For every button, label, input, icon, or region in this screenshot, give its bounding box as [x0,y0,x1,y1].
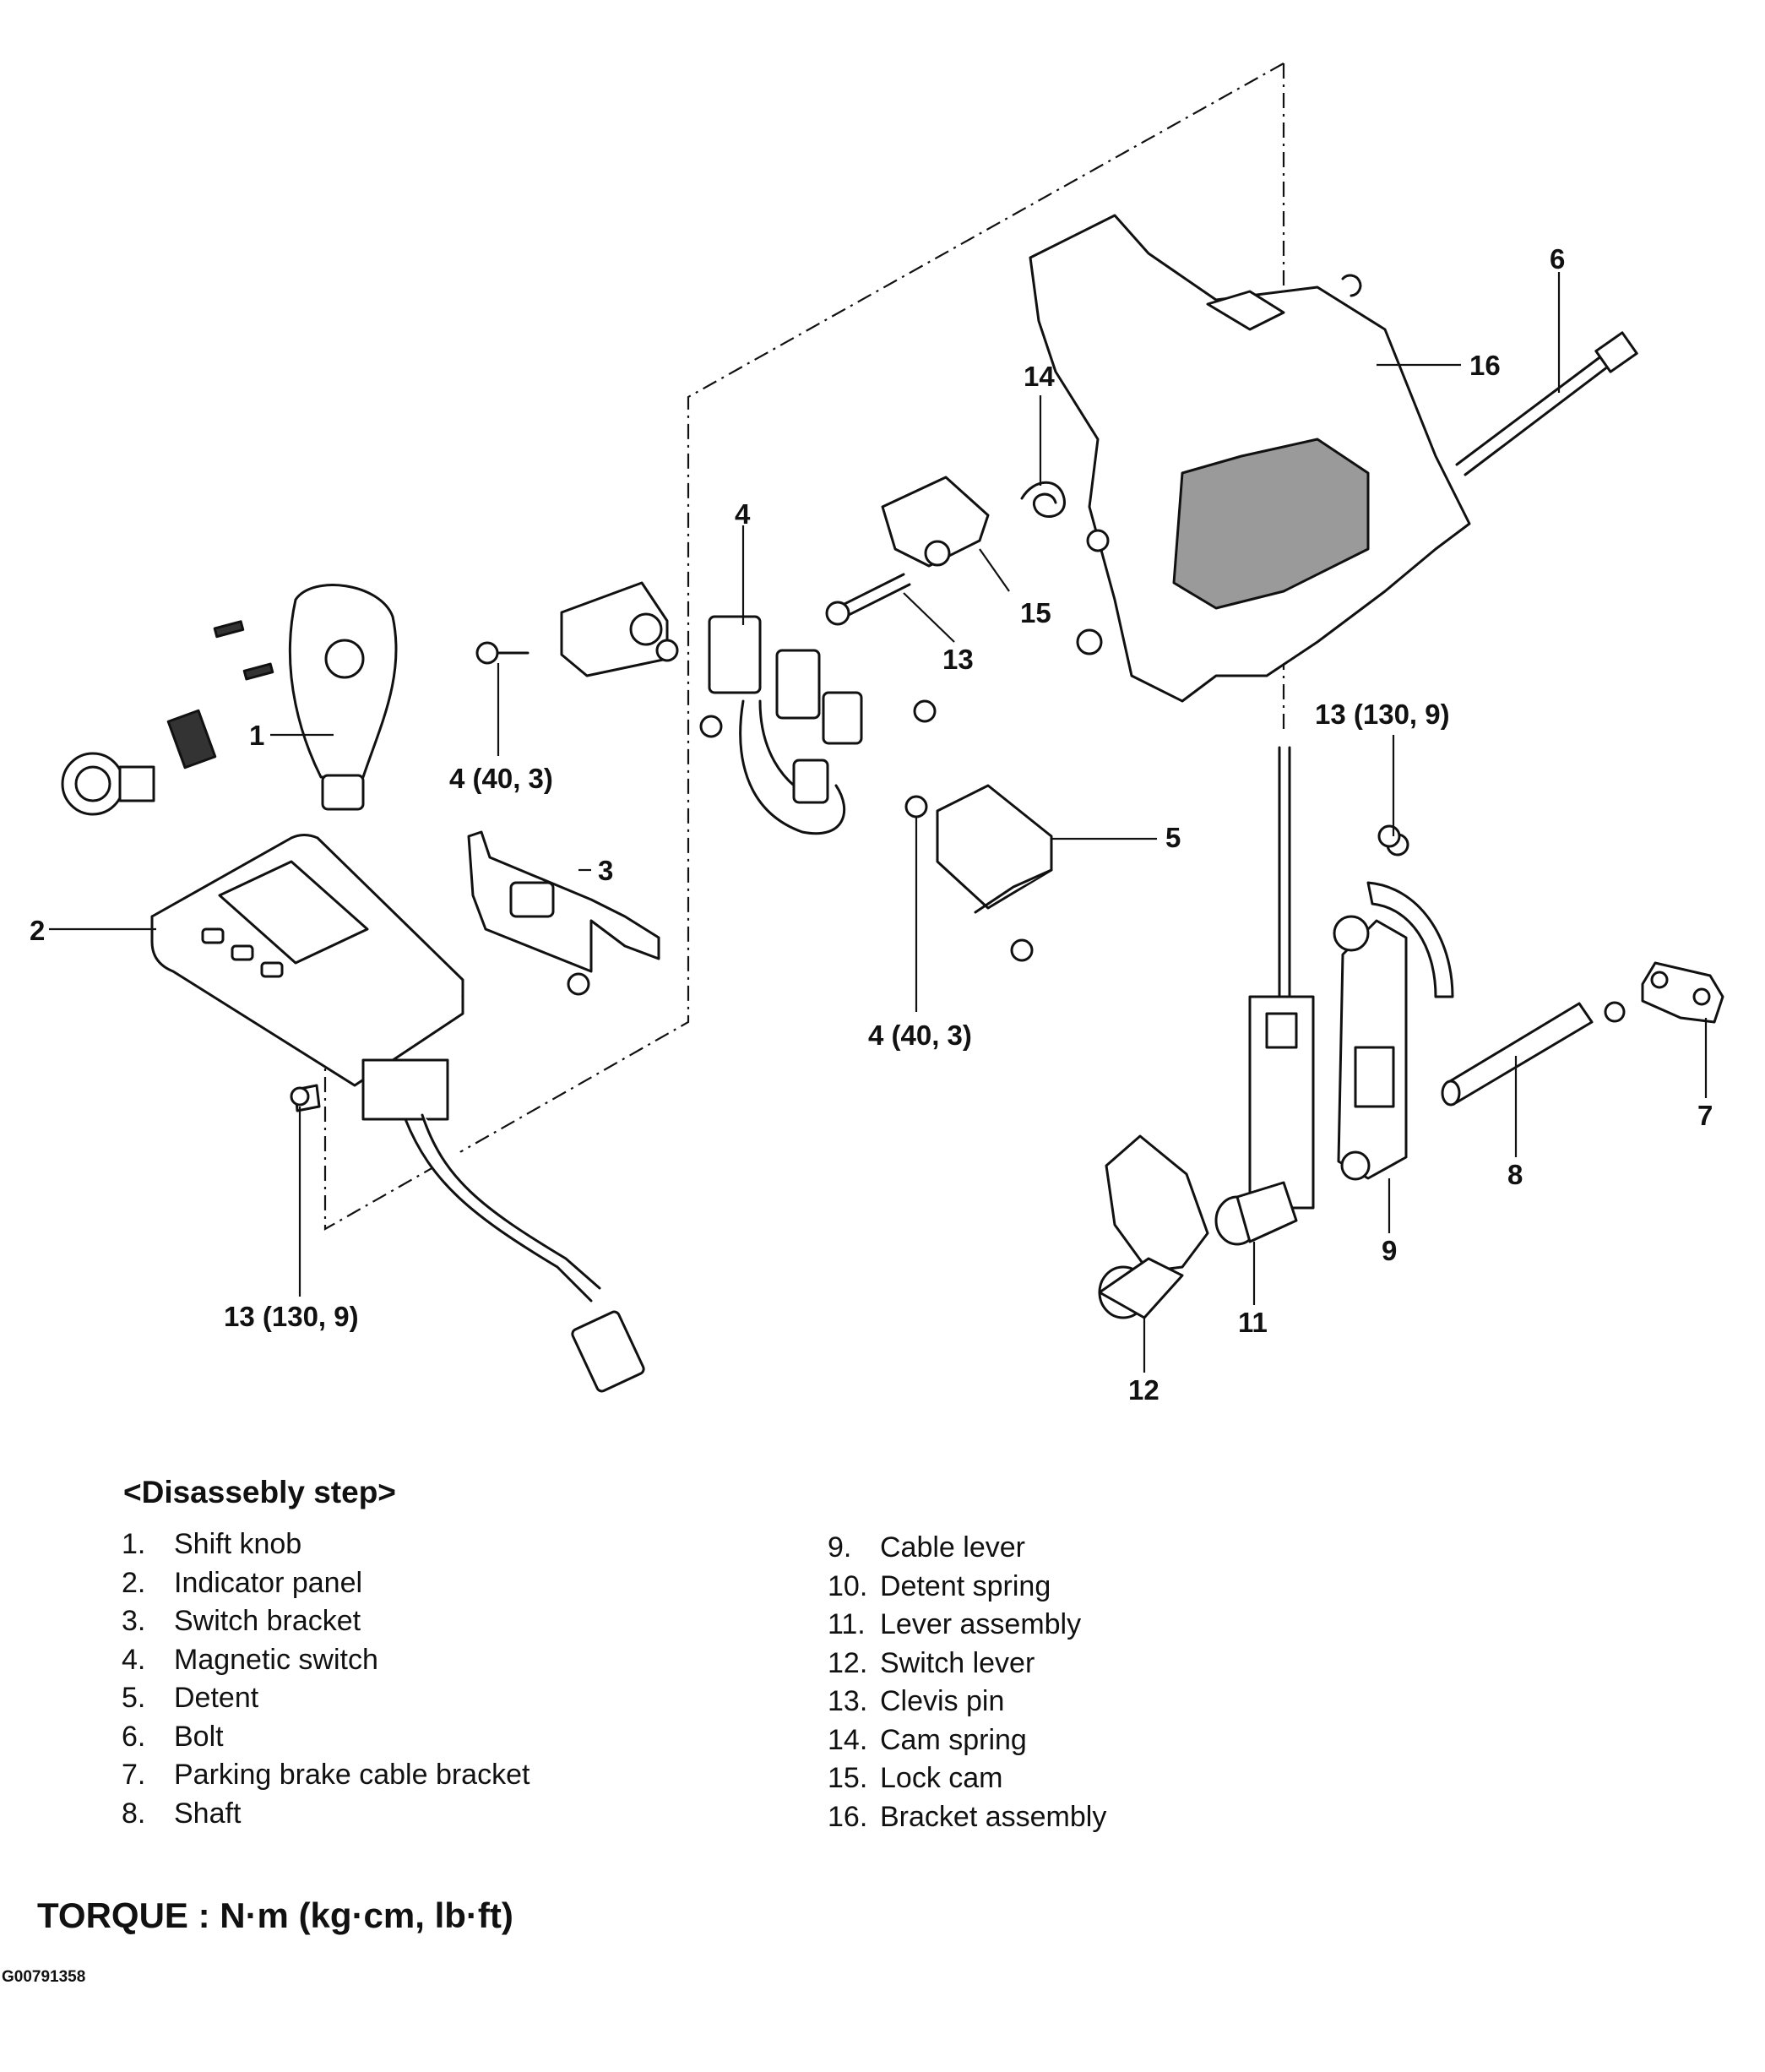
legend-item: 6. Bolt [122,1718,530,1757]
legend-item-label: Shaft [174,1797,242,1830]
callout-15: 15 [1020,597,1051,628]
bracket-assembly-part [1029,214,1471,703]
legend-item-label: Detent spring [880,1569,1051,1602]
legend-item: 8. Shaft [122,1795,530,1834]
legend-item-number: 3. [122,1605,146,1637]
legend-item: 15. Lock cam [828,1759,1106,1798]
magnetic-switch-harness-part [699,615,937,835]
legend-item-label: Shift knob [174,1528,302,1560]
legend-item-number: 6. [122,1720,146,1753]
legend-item-label: Bracket assembly [880,1800,1107,1833]
legend-item: 4. Magnetic switch [122,1641,530,1680]
legend-item: 9. Cable lever [828,1529,1106,1568]
callout-13-torque-right: 13 (130, 9) [1315,699,1450,730]
legend-item-number: 13. [828,1685,868,1717]
callout-5: 5 [1165,822,1181,853]
switch-bracket-part [467,830,660,996]
legend-item: 3. Switch bracket [122,1602,530,1641]
legend-item-number: 15. [828,1762,868,1794]
legend-heading: <Disassebly step> [123,1475,396,1509]
legend-item-number: 12. [828,1646,868,1679]
legend-item-label: Detent [174,1682,259,1714]
legend-item-number: 1. [122,1528,146,1560]
legend-item: 2. Indicator panel [122,1564,530,1603]
legend-item-number: 14. [828,1723,868,1756]
legend-item: 11. Lever assembly [828,1606,1106,1645]
legend-item: 14. Cam spring [828,1721,1106,1760]
callout-13-torque-left: 13 (130, 9) [224,1301,359,1332]
callout-6: 6 [1550,243,1565,275]
indicator-panel-part [150,834,645,1393]
bolt-part [1455,331,1638,476]
legend-item-label: Bolt [174,1720,224,1753]
legend-item-number: 5. [122,1682,146,1714]
magnetic-switch-upper-part [475,581,679,677]
legend-item-label: Magnetic switch [174,1643,378,1676]
callout-11: 11 [1238,1307,1268,1338]
legend-item-number: 16. [828,1800,868,1833]
legend-item-number: 4. [122,1643,146,1676]
callout-14: 14 [1024,361,1055,392]
callout-9: 9 [1382,1235,1397,1266]
shift-knob-part [61,584,398,816]
parking-brake-cable-bracket-part [1604,961,1724,1024]
callout-8: 8 [1507,1159,1523,1190]
legend-item: 12. Switch lever [828,1645,1106,1683]
figure-code: G00791358 [2,1968,86,1986]
legend-item-label: Cam spring [880,1723,1027,1756]
callout-3: 3 [598,855,613,886]
legend-item-label: Clevis pin [880,1685,1005,1717]
callout-16: 16 [1469,350,1501,381]
callout-7: 7 [1697,1100,1713,1131]
legend-item-label: Parking brake cable bracket [174,1759,530,1791]
legend-item: 7. Parking brake cable bracket [122,1756,530,1795]
legend-item-number: 7. [122,1759,146,1791]
callout-12: 12 [1128,1374,1159,1406]
callout-2: 2 [30,915,45,946]
callout-4-upper: 4 [735,498,751,530]
legend-item: 1. Shift knob [122,1525,530,1564]
callout-labels: 1 2 3 4 4 (40, 3) 4 (40, 3) 5 6 7 8 9 11… [30,243,1713,1406]
callout-13-upper: 13 [942,644,974,675]
exploded-view-diagram: 1 2 3 4 4 (40, 3) 4 (40, 3) 5 6 7 8 9 11… [30,63,1724,1406]
callout-4-torque-center: 4 (40, 3) [868,1020,972,1051]
legend-item-label: Switch lever [880,1646,1035,1679]
legend-left-column: 1. Shift knob 2. Indicator panel 3. Switch … [122,1525,530,1833]
legend-item-number: 2. [122,1566,146,1599]
legend-item: 13. Clevis pin [828,1683,1106,1721]
legend-item: 10. Detent spring [828,1568,1106,1607]
legend-item-label: Switch bracket [174,1605,361,1637]
legend-item-number: 10. [828,1569,868,1602]
legend-item-number: 9. [828,1531,852,1564]
cable-lever-part [1333,833,1454,1181]
legend-item-label: Lever assembly [880,1608,1082,1640]
legend-item: 16. Bracket assembly [828,1798,1106,1837]
torque-units-note: TORQUE : N·m (kg·cm, lb·ft) [37,1895,513,1935]
callout-4-torque-left: 4 (40, 3) [449,763,553,794]
cam-spring-part [1020,481,1066,518]
switch-lever-part [1098,1134,1209,1319]
legend-right-column: 9. Cable lever 10. Detent spring 11. Lever … [828,1529,1106,1836]
legend-item: 5. Detent [122,1679,530,1718]
legend-item-number: 11. [828,1608,866,1640]
legend-item-label: Lock cam [880,1762,1003,1794]
callout-1: 1 [249,720,264,751]
legend-item-number: 8. [122,1797,146,1830]
detent-part [904,784,1053,962]
shaft-part [1441,1002,1594,1107]
legend-item-label: Cable lever [880,1531,1025,1564]
leader-lines [49,272,1708,1373]
legend-item-label: Indicator panel [174,1566,363,1599]
lock-cam-part [881,476,990,568]
lever-assembly-part [1214,746,1315,1246]
